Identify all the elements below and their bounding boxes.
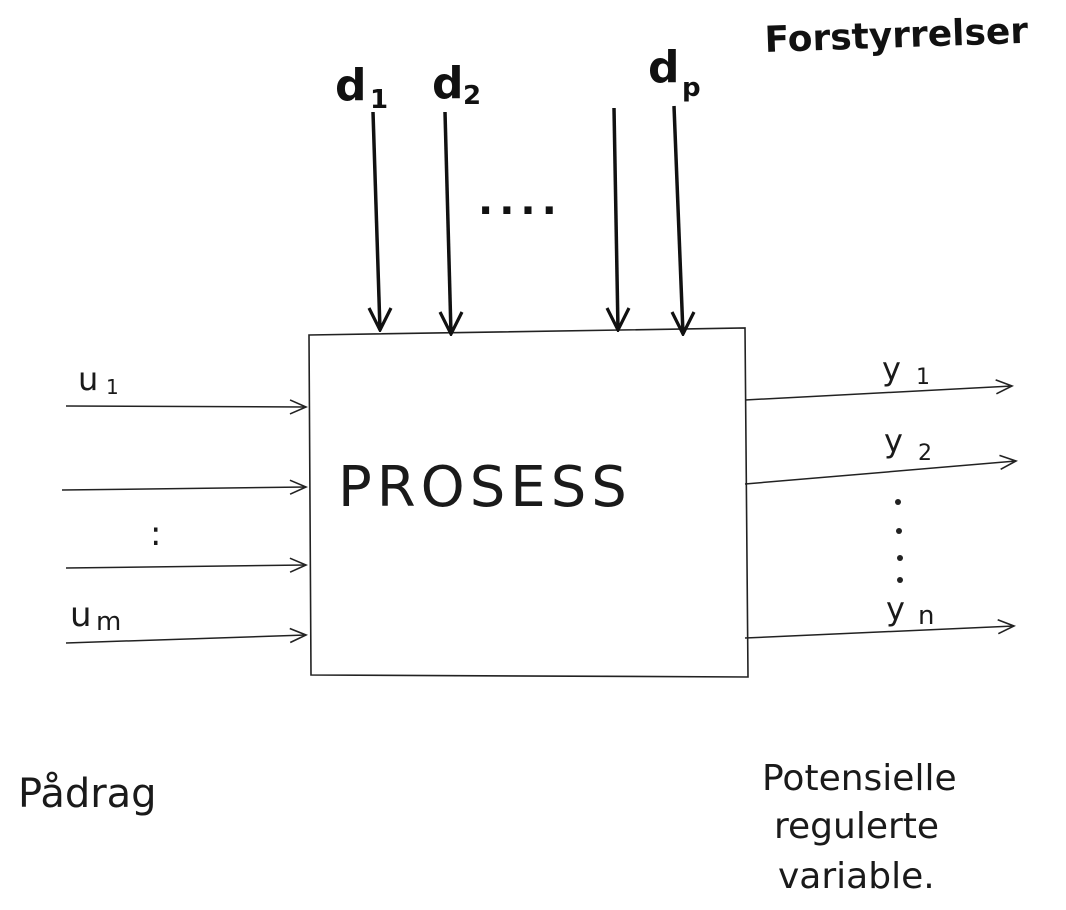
process-box: PROSESS <box>308 327 749 678</box>
input-arrow-um <box>65 627 308 644</box>
output-label-yn: y <box>886 590 905 628</box>
output-sub-y1: 1 <box>916 365 930 390</box>
disturbance-arrow-d2 <box>445 111 451 334</box>
disturbance-group: Forstyrrelser d 1 d 2 .... d p <box>335 11 1029 334</box>
output-heading-line3: variable. <box>778 856 935 897</box>
output-arrow-yn <box>744 618 1016 639</box>
disturbance-dp: d p <box>648 42 701 334</box>
input-sub-u1: 1 <box>106 375 119 399</box>
input-heading: Pådrag <box>18 771 157 817</box>
output-label-y2: y <box>884 422 903 460</box>
disturbance-label-dp: d <box>648 42 680 93</box>
disturbance-sub-dp: p <box>682 73 701 103</box>
disturbance-arrow-dp <box>674 105 683 334</box>
output-sub-yn: n <box>918 601 934 631</box>
input-arrow-u1 <box>65 399 308 415</box>
input-group: u 1 : u m Pådrag <box>18 360 308 817</box>
output-group: y 1 y 2 y n Potensielle regulerte variab… <box>744 350 1018 897</box>
output-ellipsis <box>895 499 903 583</box>
disturbance-d1: d 1 <box>335 60 388 330</box>
disturbance-label-d1: d <box>335 60 367 111</box>
disturbance-ellipsis: .... <box>478 178 563 224</box>
input-arrow-u3 <box>65 557 308 573</box>
disturbance-arrow-d1 <box>373 111 380 330</box>
output-label-y1: y <box>882 350 901 388</box>
output-arrow-y2 <box>744 454 1018 485</box>
input-ellipsis: : <box>150 514 161 554</box>
input-label-um: u <box>70 595 92 635</box>
output-arrow-y1 <box>744 379 1014 401</box>
input-arrow-u2 <box>61 479 308 495</box>
output-heading-line1: Potensielle <box>762 758 957 799</box>
input-label-u1: u <box>78 360 98 398</box>
disturbance-arrow-extra <box>614 107 618 330</box>
disturbance-heading: Forstyrrelser <box>764 11 1029 61</box>
disturbance-label-d2: d <box>432 58 464 109</box>
process-label: PROSESS <box>338 455 632 520</box>
disturbance-sub-d1: 1 <box>370 85 388 115</box>
output-heading-line2: regulerte <box>774 806 939 847</box>
output-sub-y2: 2 <box>918 441 932 466</box>
input-sub-um: m <box>96 607 121 637</box>
disturbance-sub-d2: 2 <box>463 81 481 111</box>
disturbance-d2: d 2 <box>432 58 481 334</box>
